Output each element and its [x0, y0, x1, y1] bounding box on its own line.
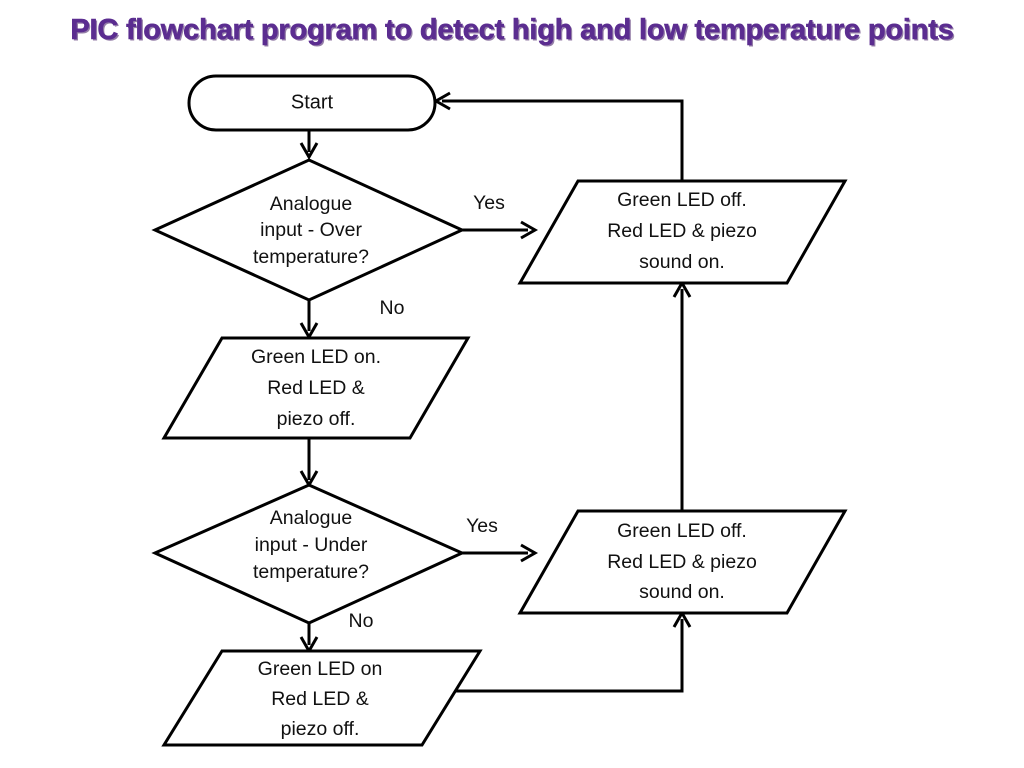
under-action-line3: sound on.	[639, 581, 725, 603]
decision-under-line3: temperature?	[253, 561, 369, 583]
page-title: PIC flowchart program to detect high and…	[70, 14, 954, 47]
normal-action-1-line1: Green LED on.	[251, 346, 381, 368]
over-action-shape	[517, 179, 848, 285]
decision-over-line3: temperature?	[253, 246, 369, 268]
decision-over-line1: Analogue	[270, 193, 352, 215]
node-over-action[interactable]: Green LED off. Red LED & piezo sound on.	[517, 179, 848, 285]
connector-under-no	[299, 623, 319, 655]
connector-start-to-decision-over	[299, 130, 319, 161]
normal-action-1-shape	[161, 336, 471, 440]
normal-action-2-shape	[161, 649, 483, 747]
under-action-line2: Red LED & piezo	[607, 551, 757, 573]
connector-over-no	[299, 300, 319, 341]
arrowhead-icon	[520, 543, 539, 563]
node-under-action[interactable]: Green LED off. Red LED & piezo sound on.	[517, 509, 848, 615]
connector-over-yes	[462, 220, 539, 240]
edge-label-over-yes: Yes	[473, 192, 505, 214]
under-action-line1: Green LED off.	[617, 520, 747, 542]
connector-normal1-to-decision-under	[299, 438, 319, 489]
connector-under-yes	[462, 543, 539, 563]
arrowhead-icon	[520, 220, 539, 240]
under-action-shape	[517, 509, 848, 615]
connector-line	[442, 99, 684, 181]
connector-under-action-to-over-action	[672, 279, 692, 511]
normal-action-2-line3: piezo off.	[281, 718, 360, 740]
decision-under-line1: Analogue	[270, 507, 352, 529]
normal-action-1-line2: Red LED &	[267, 377, 365, 399]
node-normal-action-1[interactable]: Green LED on. Red LED & piezo off.	[161, 336, 471, 440]
decision-shape	[151, 483, 466, 625]
decision-under-line2: input - Under	[255, 534, 368, 556]
normal-action-1-line3: piezo off.	[277, 408, 356, 430]
node-start[interactable]: Start	[187, 74, 437, 132]
normal-action-2-line2: Red LED &	[271, 688, 369, 710]
start-label: Start	[291, 91, 334, 113]
node-normal-action-2[interactable]: Green LED on Red LED & piezo off.	[161, 649, 483, 747]
edge-label-over-no: No	[380, 297, 405, 319]
arrowhead-icon	[299, 142, 319, 161]
normal-action-2-line1: Green LED on	[258, 658, 383, 680]
edge-label-under-yes: Yes	[466, 515, 498, 537]
node-decision-over-temperature[interactable]: Analogue input - Over temperature?	[151, 158, 466, 302]
over-action-line1: Green LED off.	[617, 189, 747, 211]
start-shape	[187, 74, 437, 132]
node-decision-under-temperature[interactable]: Analogue input - Under temperature?	[151, 483, 466, 625]
connector-over-action-to-start	[432, 91, 684, 181]
decision-shape	[151, 158, 466, 302]
connector-line	[422, 619, 684, 693]
decision-over-line2: input - Over	[260, 219, 362, 241]
over-action-line2: Red LED & piezo	[607, 220, 757, 242]
over-action-line3: sound on.	[639, 251, 725, 273]
edge-label-under-no: No	[349, 610, 374, 632]
